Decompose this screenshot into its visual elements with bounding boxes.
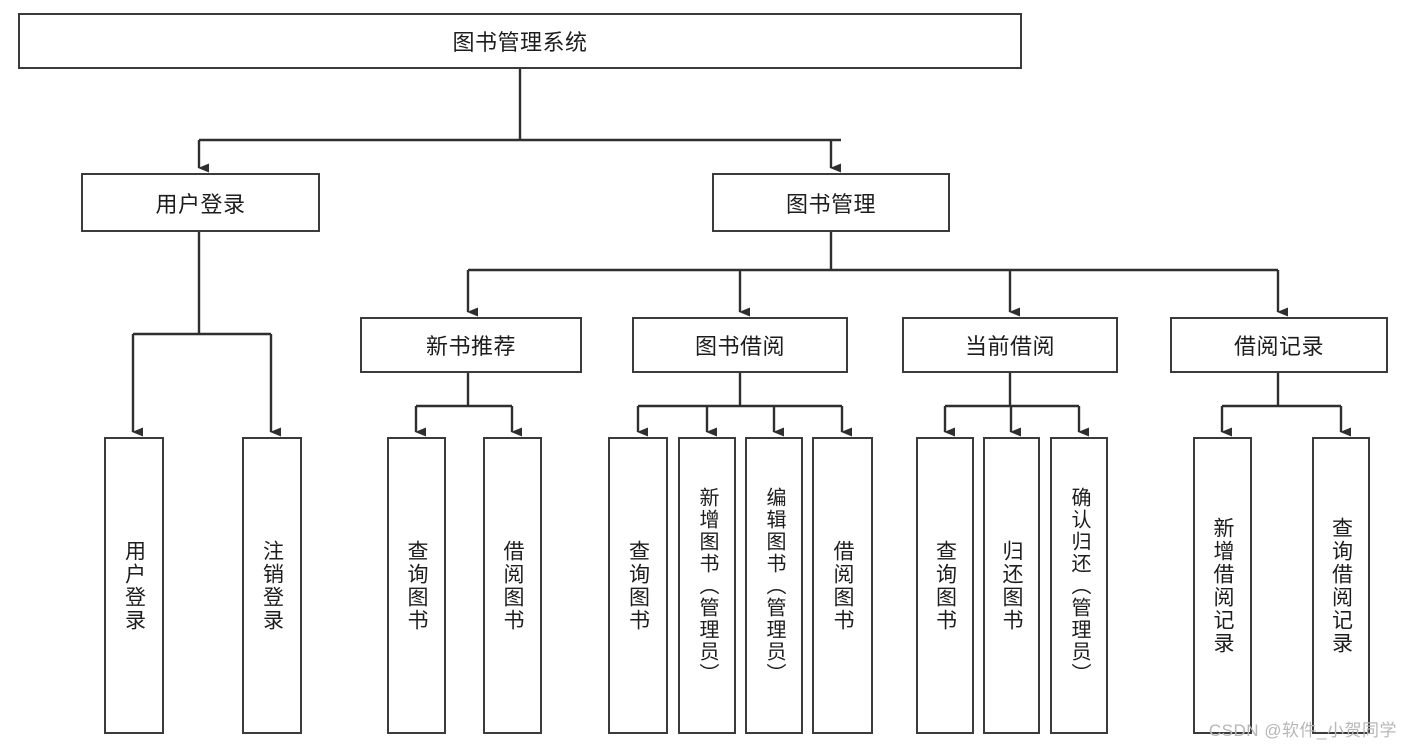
node-root-system[interactable]: 图书管理系统 <box>18 13 1022 69</box>
node-new-book-recommend[interactable]: 新书推荐 <box>360 317 582 373</box>
node-label: 借阅图书 <box>831 539 854 632</box>
leaf-node[interactable]: 借阅图书 <box>812 437 873 734</box>
node-current-borrow[interactable]: 当前借阅 <box>902 317 1118 373</box>
leaf-node[interactable]: 确认归还（管理员） <box>1050 437 1108 734</box>
node-label: 当前借阅 <box>964 334 1055 359</box>
node-label: 图书管理 <box>785 191 876 217</box>
node-label: 借阅记录 <box>1233 334 1324 359</box>
node-label: 注销登录 <box>260 539 284 632</box>
node-label: 查询图书 <box>405 539 428 632</box>
leaf-node[interactable]: 编辑图书（管理员） <box>745 437 803 734</box>
leaf-node[interactable]: 注销登录 <box>242 437 302 734</box>
node-borrow-record[interactable]: 借阅记录 <box>1170 317 1388 373</box>
node-label: 用户登录 <box>122 539 146 632</box>
node-label: 新增图书（管理员） <box>696 486 718 685</box>
leaf-node[interactable]: 借阅图书 <box>483 437 542 734</box>
leaf-node[interactable]: 用户登录 <box>104 437 164 734</box>
node-label: 借阅图书 <box>501 539 524 632</box>
leaf-node[interactable]: 查询借阅记录 <box>1312 437 1370 734</box>
leaf-node[interactable]: 查询图书 <box>608 437 668 734</box>
node-label: 查询图书 <box>933 539 957 632</box>
leaf-node[interactable]: 新增图书（管理员） <box>678 437 736 734</box>
node-user-login[interactable]: 用户登录 <box>81 173 320 232</box>
leaf-node[interactable]: 查询图书 <box>387 437 446 734</box>
node-label: 图书管理系统 <box>452 30 588 55</box>
node-label: 查询图书 <box>626 539 650 632</box>
node-label: 新增借阅记录 <box>1211 516 1234 655</box>
node-book-management[interactable]: 图书管理 <box>712 173 950 232</box>
node-label: 查询借阅记录 <box>1329 516 1353 655</box>
node-book-borrow[interactable]: 图书借阅 <box>632 317 848 373</box>
leaf-node[interactable]: 查询图书 <box>916 437 974 734</box>
node-label: 用户登录 <box>155 191 246 217</box>
node-label: 编辑图书（管理员） <box>763 486 785 685</box>
node-label: 确认归还（管理员） <box>1068 486 1090 685</box>
leaf-node[interactable]: 归还图书 <box>983 437 1040 734</box>
leaf-node[interactable]: 新增借阅记录 <box>1193 437 1252 734</box>
node-label: 新书推荐 <box>425 334 516 359</box>
node-label: 图书借阅 <box>694 334 785 359</box>
node-label: 归还图书 <box>1000 539 1023 632</box>
watermark: CSDN @软件_小贺同学 <box>1208 721 1397 740</box>
